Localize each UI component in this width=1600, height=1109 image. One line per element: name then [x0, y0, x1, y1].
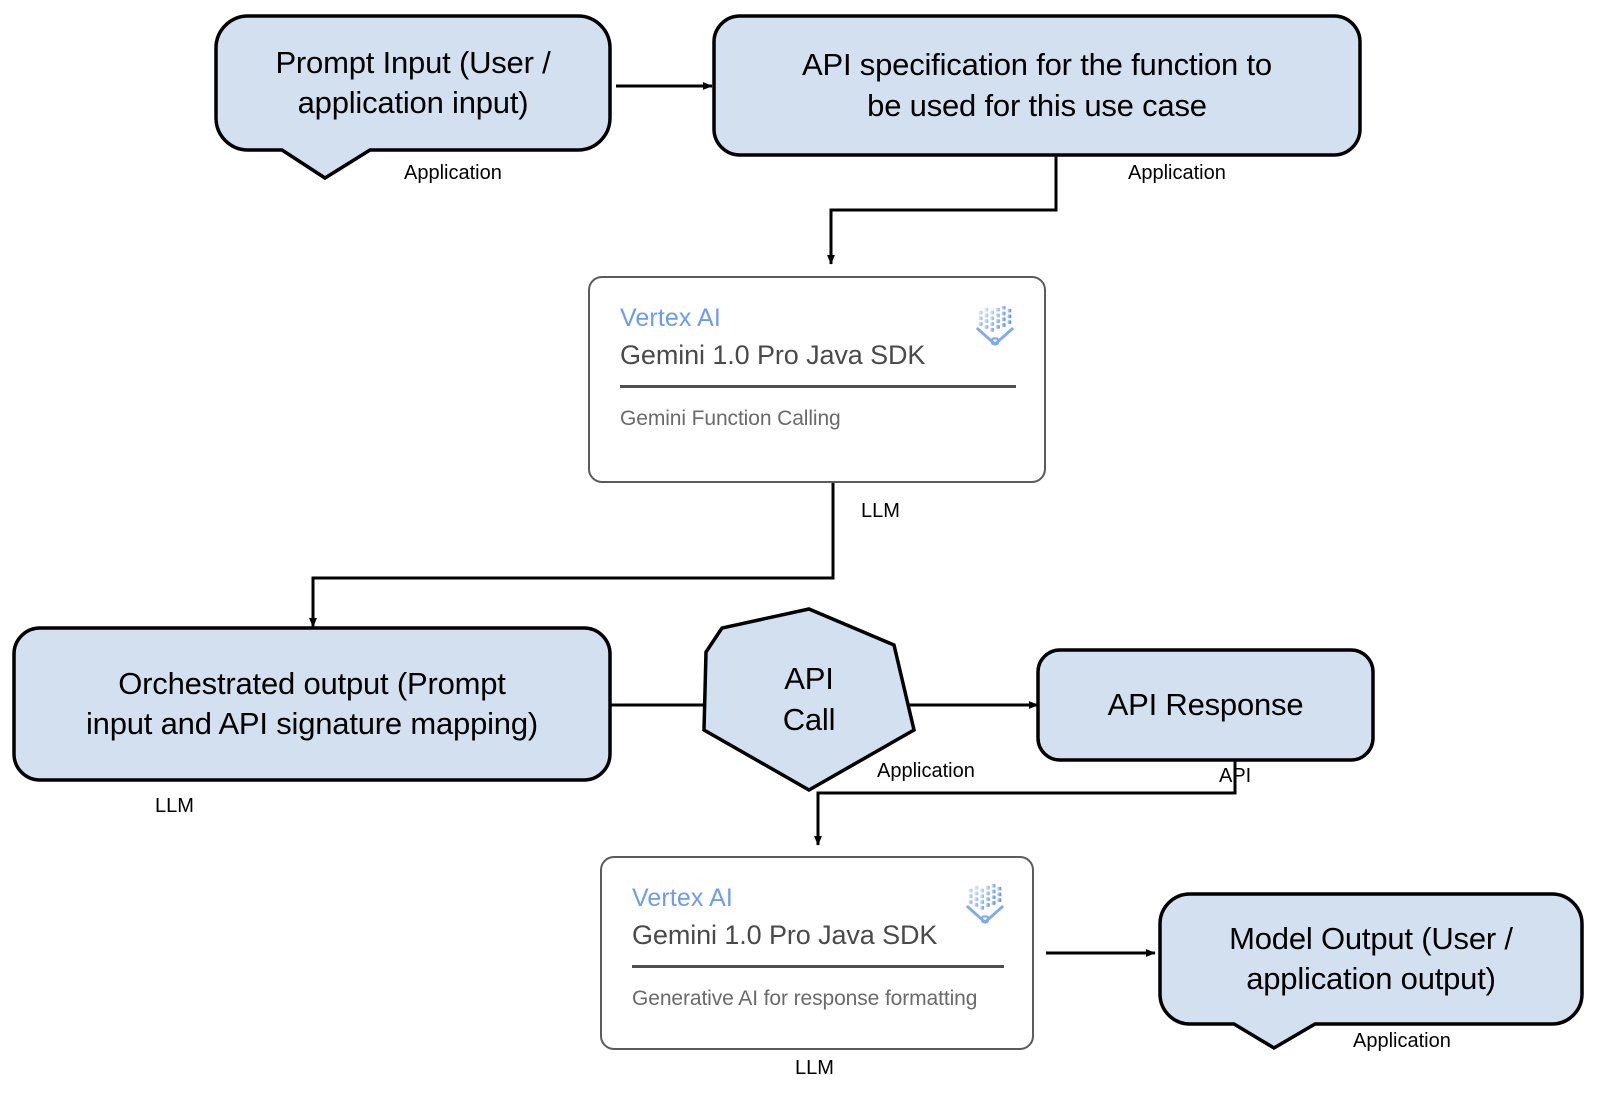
- vertex-card-top-title: Gemini 1.0 Pro Java SDK: [620, 339, 926, 370]
- edge-spec-to-vertex-top: [827, 156, 1058, 265]
- tag-orchestrated-output: LLM: [155, 795, 194, 817]
- tag-model-output: Application: [1353, 1030, 1451, 1052]
- node-vertex-ai-response-formatting-card[interactable]: Vertex AI Gemini 1.0 Pro Java SDK Genera…: [600, 856, 1034, 1050]
- vertex-ai-logo-icon: [966, 883, 1004, 924]
- tag-api-specification: Application: [1128, 162, 1226, 184]
- vertex-card-bottom-brand: Vertex AI: [632, 884, 733, 912]
- vertex-card-bottom-subtitle: Generative AI for response formatting: [632, 986, 978, 1010]
- tag-vertex-ai-bottom: LLM: [795, 1057, 834, 1079]
- vertex-ai-logo-icon: [976, 305, 1014, 346]
- vertex-card-top-inner: Vertex AI Gemini 1.0 Pro Java SDK Gemini…: [620, 304, 1016, 431]
- vertex-card-bottom-divider: [632, 964, 1004, 968]
- node-orchestrated-output-shape[interactable]: [12, 626, 612, 782]
- node-model-output-shape[interactable]: [1158, 892, 1584, 1051]
- vertex-card-bottom-inner: Vertex AI Gemini 1.0 Pro Java SDK Genera…: [632, 884, 1004, 1011]
- node-api-specification-shape[interactable]: [712, 14, 1362, 157]
- connectors-group: [309, 82, 1237, 957]
- edge-apiresponse-to-vertex-bottom: [814, 761, 1237, 846]
- node-vertex-ai-function-calling-card[interactable]: Vertex AI Gemini 1.0 Pro Java SDK Gemini…: [588, 276, 1046, 483]
- node-api-response-shape[interactable]: [1036, 648, 1375, 762]
- vertex-card-top-brand: Vertex AI: [620, 304, 721, 332]
- tag-api-call: Application: [877, 760, 975, 782]
- tag-vertex-ai-top: LLM: [861, 500, 900, 522]
- vertex-card-top-subtitle: Gemini Function Calling: [620, 406, 841, 430]
- node-prompt-input-shape[interactable]: [214, 14, 612, 181]
- node-api-call-shape[interactable]: [702, 607, 917, 793]
- vertex-card-bottom-title: Gemini 1.0 Pro Java SDK: [632, 919, 938, 950]
- edge-vertex-top-to-orchestrated: [309, 483, 835, 628]
- vertex-card-top-divider: [620, 384, 1016, 388]
- tag-api-response: API: [1219, 765, 1252, 787]
- tag-prompt-input: Application: [404, 162, 502, 184]
